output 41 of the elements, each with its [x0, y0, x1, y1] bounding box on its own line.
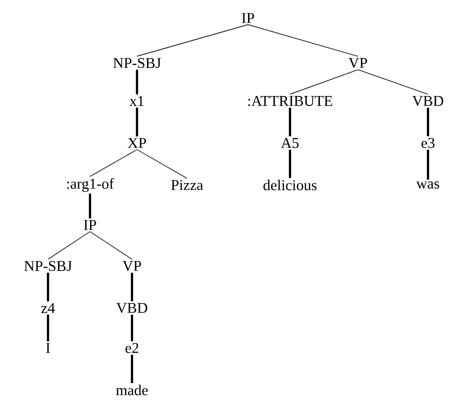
tree-label: A5	[280, 138, 299, 148]
tree-branch	[426, 108, 430, 136]
tree-label: VP	[348, 58, 367, 68]
tree-label: :arg1-of	[67, 178, 114, 192]
tree-branch	[46, 272, 50, 302]
tree-label: :ATTRIBUTE	[248, 96, 332, 106]
tree-label: made	[116, 384, 148, 396]
tree-label: NP-SBJ	[113, 58, 161, 68]
tree-label: NP-SBJ	[24, 260, 72, 272]
tree-branch	[90, 149, 138, 177]
tree-branch	[288, 150, 292, 178]
tree-label: e3	[422, 138, 434, 148]
tree-label: XP	[128, 138, 146, 148]
tree-label: VBD	[116, 302, 148, 314]
tree-branch	[130, 314, 134, 342]
tree-branch	[136, 24, 248, 57]
tree-label: IP	[242, 13, 254, 23]
tree-branch	[90, 231, 132, 260]
tree-branch	[136, 149, 188, 179]
tree-branch	[288, 108, 292, 136]
tree-branch	[48, 231, 90, 260]
tree-label: Pizza	[171, 180, 204, 190]
tree-branch	[88, 194, 92, 218]
tree-branch	[290, 69, 358, 95]
tree-label: I	[46, 343, 50, 353]
tree-label: was	[416, 181, 440, 189]
tree-branch	[130, 354, 134, 384]
tree-branch	[248, 24, 358, 57]
tree-branch	[136, 108, 138, 136]
tree-label: e2	[126, 342, 138, 354]
tree-label: z4	[41, 303, 55, 313]
tree-branch	[358, 69, 428, 95]
tree-branch	[46, 314, 50, 342]
tree-label: delicious	[263, 180, 317, 190]
tree-label: x1	[130, 96, 144, 106]
tree-branch	[136, 70, 138, 94]
tree-branch	[426, 150, 430, 180]
tree-label: VBD	[412, 96, 444, 106]
tree-label: IP	[84, 220, 96, 230]
tree-label: VP	[122, 260, 141, 272]
tree-branch	[130, 272, 134, 302]
